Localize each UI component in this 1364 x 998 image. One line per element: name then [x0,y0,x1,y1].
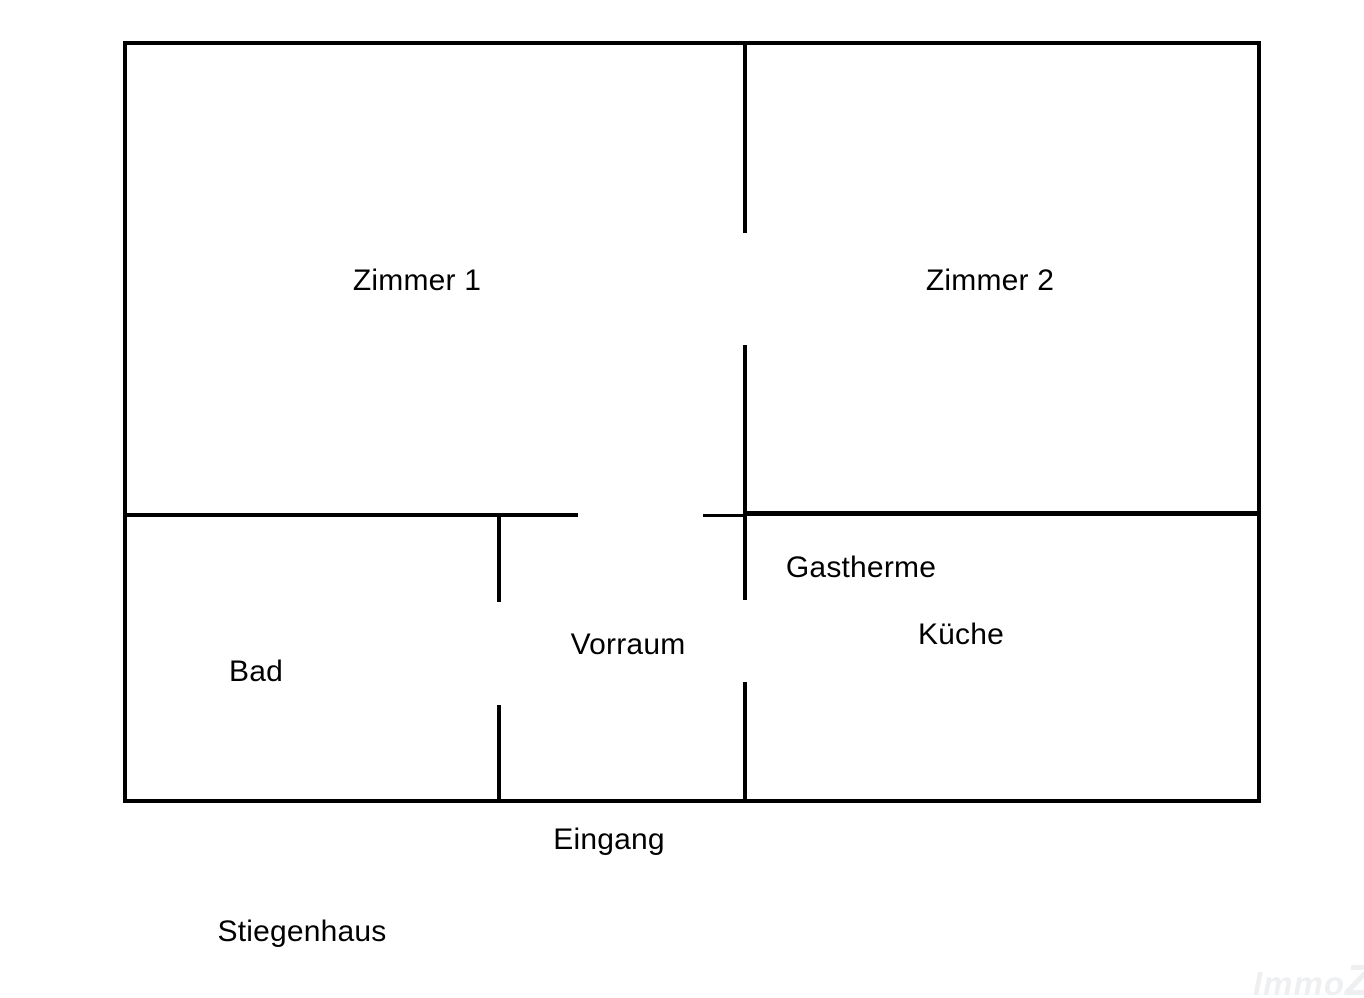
zimmer-divider-upper [743,43,747,233]
zimmer2-kueche-wall [745,511,1259,516]
outside-label-eingang: Eingang [553,823,665,856]
watermark-text-z: Z [1345,956,1364,998]
outer-left-wall [123,41,127,803]
outer-bottom-wall [123,799,1261,803]
room-label-kueche: Küche [917,618,1005,651]
vorraum-kueche-wall-upper [743,517,747,600]
bad-vorraum-wall-upper [497,517,501,602]
zimmer-divider-lower [743,345,747,517]
room-label-zimmer2: Zimmer 2 [925,264,1055,297]
zimmer1-bad-wall [125,513,578,517]
room-label-gastherme: Gastherme [785,551,937,584]
outer-top-wall [123,41,1261,45]
outer-right-wall [1257,41,1261,803]
room-label-bad: Bad [229,655,283,688]
vorraum-top-wall-right [703,514,745,517]
outside-label-stiegenhaus: Stiegenhaus [217,915,387,948]
bad-vorraum-wall-lower [497,705,501,801]
vorraum-kueche-wall-lower [743,682,747,801]
immoz-watermark: ImmoZ [1253,956,1364,998]
room-label-vorraum: Vorraum [570,628,686,661]
watermark-text-immo: Immo [1253,965,1346,998]
room-label-zimmer1: Zimmer 1 [352,264,482,297]
